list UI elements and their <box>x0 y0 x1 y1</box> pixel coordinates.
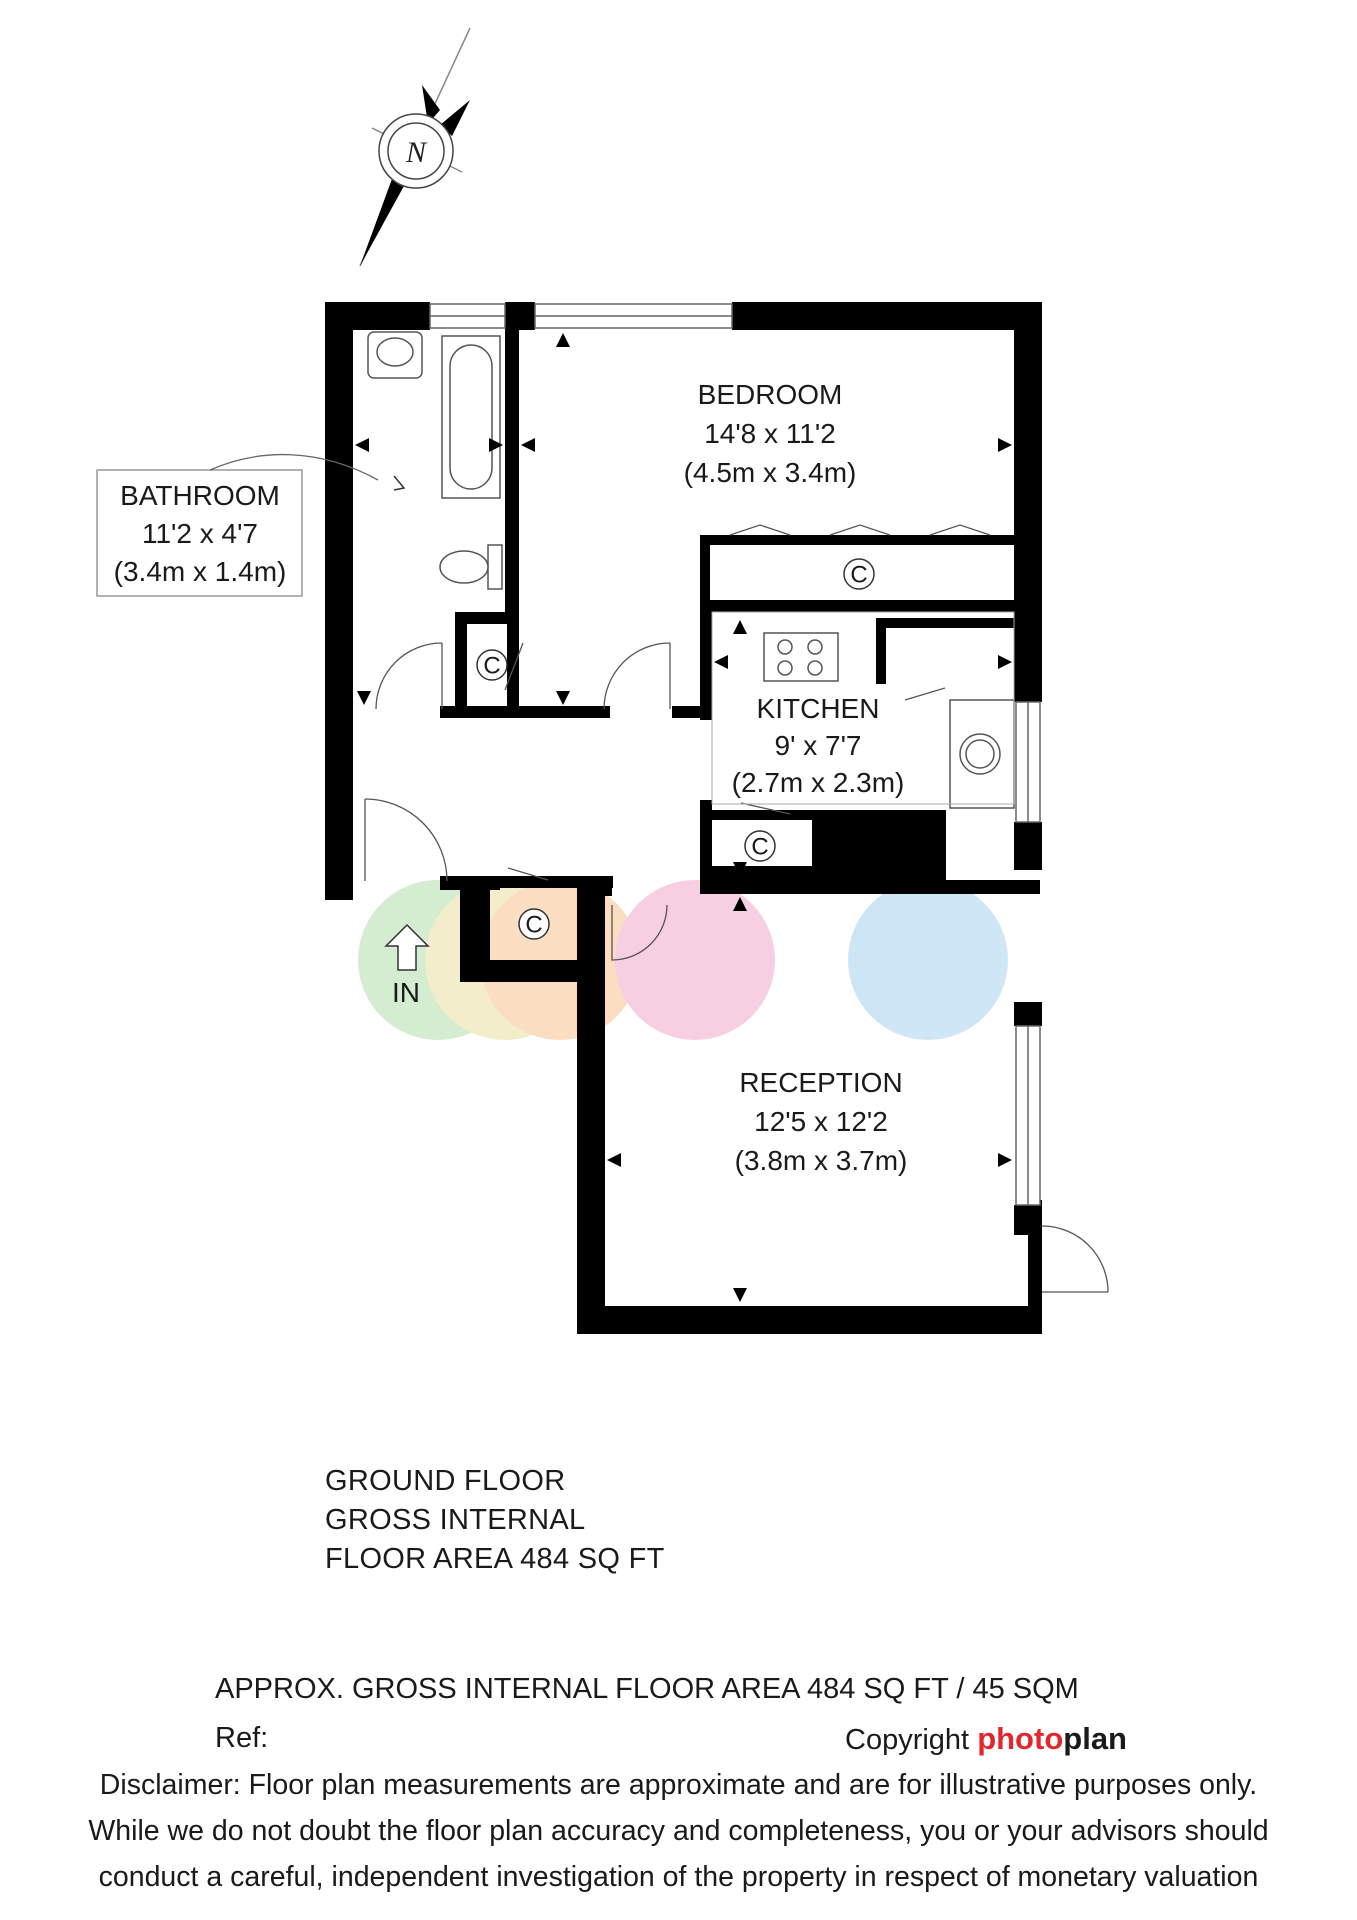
dimension-markers <box>355 333 1012 1302</box>
walls <box>325 302 1042 1334</box>
reception-size-imperial: 12'5 x 12'2 <box>754 1106 888 1137</box>
door-cupboard-in-swing <box>507 867 549 881</box>
compass-east-arrow-icon <box>440 100 470 136</box>
cupboard-entrance-icon <box>518 908 550 940</box>
cupboard-bedroom-icon <box>843 558 875 590</box>
floor-plan: N <box>96 27 1109 1334</box>
cupboard-bedroom-label: C <box>850 562 867 589</box>
door-kitchen-cupboard-swing <box>904 687 946 701</box>
bathroom-label-box <box>96 469 303 597</box>
ref-label: Ref: <box>215 1722 269 1754</box>
compass-north-arrow-icon <box>422 85 440 124</box>
door-swings <box>364 524 1109 1293</box>
kitchen-outline <box>711 611 1015 805</box>
entrance-label: IN <box>392 977 420 1008</box>
door-bathroom-swing <box>375 642 443 710</box>
brand-logo[interactable]: photoplan <box>977 1721 1127 1756</box>
approx-area-text: APPROX. GROSS INTERNAL FLOOR AREA 484 SQ… <box>215 1673 1079 1705</box>
floor-info-line1: GROUND FLOOR <box>325 1465 566 1497</box>
hotspot-pink[interactable] <box>615 880 775 1040</box>
cupboard-kitchen-label: C <box>751 834 768 861</box>
cupboard-hall-label: C <box>483 653 500 680</box>
door-reception-exterior-swing <box>1041 1225 1109 1293</box>
compass-inner-ring <box>387 122 445 180</box>
hob-icon <box>763 632 839 682</box>
disclaimer-line3: conduct a careful, independent investiga… <box>98 1861 1259 1893</box>
disclaimer-line2: While we do not doubt the floor plan acc… <box>88 1815 1269 1847</box>
disclaimer-line1: Disclaimer: Floor plan measurements are … <box>99 1769 1258 1801</box>
bathroom-label-pointer <box>209 453 379 481</box>
bedroom-name: BEDROOM <box>698 379 843 410</box>
kitchen-fixtures <box>763 632 1015 809</box>
bedroom-size-imperial: 14'8 x 11'2 <box>704 418 836 449</box>
reception-size-metric: (3.8m x 3.7m) <box>735 1145 908 1176</box>
bathroom-pointer-arrow-icon <box>393 475 406 491</box>
door-cupboard-hall-swing <box>504 642 524 691</box>
kitchen-size-metric: (2.7m x 2.3m) <box>732 767 905 798</box>
cupboard-entrance-label: C <box>525 912 542 939</box>
bathroom-fixtures <box>367 331 503 590</box>
cupboard-kitchen-icon <box>744 830 776 862</box>
compass-south-arrow-icon <box>360 168 410 266</box>
toilet-cistern-icon <box>487 544 503 590</box>
floor-info-line3: FLOOR AREA 484 SQ FT <box>325 1543 665 1575</box>
basin-bowl-icon <box>376 337 414 367</box>
compass: N <box>359 27 471 267</box>
kitchen-size-imperial: 9' x 7'7 <box>775 730 862 761</box>
door-bedroom-swing <box>603 642 671 710</box>
bathroom-size-metric: (3.4m x 1.4m) <box>114 556 287 587</box>
kitchen-name: KITCHEN <box>757 693 880 724</box>
copyright: Copyright photoplan <box>845 1721 1127 1757</box>
disclaimer: Disclaimer: Floor plan measurements are … <box>0 1762 1357 1900</box>
floor-info-line2: GROSS INTERNAL <box>325 1504 586 1536</box>
bedroom-size-metric: (4.5m x 3.4m) <box>684 457 857 488</box>
cupboard-hall-icon <box>476 649 508 681</box>
bathroom-name: BATHROOM <box>120 480 280 511</box>
cupboard-markers: C C C C <box>476 558 875 940</box>
door-reception-swing <box>611 904 668 961</box>
compass-label: N <box>405 136 428 169</box>
toilet-bowl-icon <box>439 550 489 584</box>
hotspot-circles <box>358 880 1008 1040</box>
door-cupboard-kitchen-swing <box>740 802 791 815</box>
windows <box>429 303 1041 1206</box>
door-entrance-swing <box>364 798 448 882</box>
brand-logo-part2: plan <box>1063 1721 1127 1756</box>
reception-name: RECEPTION <box>739 1067 902 1098</box>
brand-logo-part1: photo <box>977 1721 1064 1756</box>
bathroom-size-imperial: 11'2 x 4'7 <box>142 518 258 549</box>
hotspot-blue[interactable] <box>848 880 1008 1040</box>
entrance-arrow-icon <box>384 923 430 971</box>
copyright-label: Copyright <box>845 1724 970 1756</box>
floor-info: GROUND FLOOR GROSS INTERNAL FLOOR AREA 4… <box>325 1462 665 1579</box>
